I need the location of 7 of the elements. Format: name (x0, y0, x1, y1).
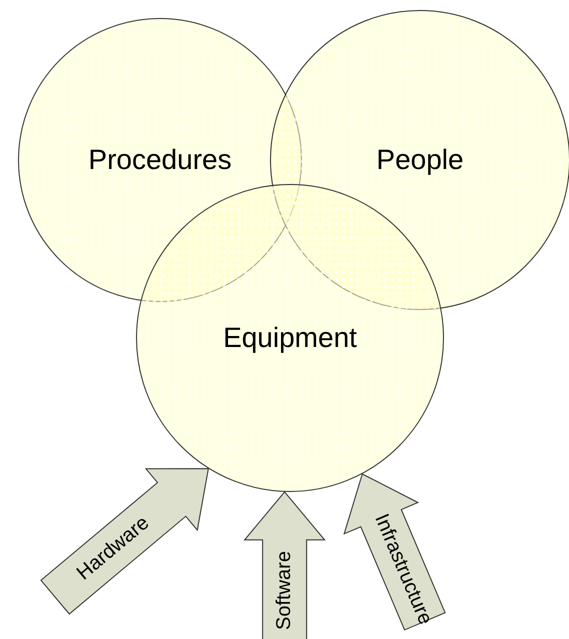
block-arrow (40, 468, 209, 615)
circle-label: People (376, 144, 464, 176)
circle-label: Equipment (223, 322, 357, 354)
block-arrow (343, 473, 446, 631)
circle-label: Procedures (88, 144, 232, 176)
arrow-label: Software (273, 551, 296, 630)
block-arrow (244, 491, 326, 639)
